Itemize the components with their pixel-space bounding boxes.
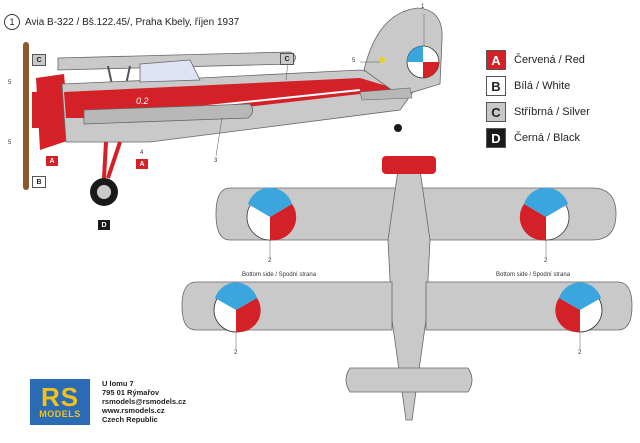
legend-swatch-a: A xyxy=(486,50,506,70)
legend-label-d: Černá / Black xyxy=(514,132,581,144)
address-country: Czech Republic xyxy=(102,415,158,424)
callout-5-prop-bottom: 5 xyxy=(8,140,12,146)
top-engine xyxy=(382,156,436,174)
bottom-left-wing xyxy=(181,281,393,331)
bottom-side-label-left: Bottom side / Spodní strana xyxy=(242,272,317,278)
company-address: U lomu 7 795 01 Rýmařov rsmodels@rsmodel… xyxy=(102,379,186,424)
address-street: U lomu 7 xyxy=(102,379,134,388)
fuel-cap-marker xyxy=(379,57,385,63)
top-view xyxy=(181,156,633,421)
roundel-upper-right xyxy=(519,187,570,241)
propeller-blade xyxy=(23,42,29,190)
callout-5: 5 xyxy=(352,58,356,64)
roundel-bottom-left xyxy=(213,282,261,333)
legend-swatch-d: D xyxy=(486,128,506,148)
logo-rs-text: RS xyxy=(40,382,80,412)
tag-b-prop: B xyxy=(32,176,46,188)
address-website: www.rsmodels.cz xyxy=(102,406,165,415)
tail-roundel-red xyxy=(423,62,439,78)
tag-d-wheel: D xyxy=(98,220,110,230)
legend-label-c: Stříbrná / Silver xyxy=(514,106,590,118)
callout-2-bottom-right: 2 xyxy=(578,350,582,356)
callout-1: 1 xyxy=(421,4,425,10)
tailplane xyxy=(359,87,413,101)
callout-2-bottom-left: 2 xyxy=(234,350,238,356)
address-email: rsmodels@rsmodels.cz xyxy=(102,397,187,406)
top-tailplane xyxy=(345,367,473,393)
bottom-side-label-right: Bottom side / Spodní strana xyxy=(496,272,571,278)
side-view xyxy=(23,7,443,206)
figure-number: 1 xyxy=(4,14,20,30)
tail-roundel-blue xyxy=(407,46,423,62)
gear-strut xyxy=(106,141,122,179)
gear-strut xyxy=(102,141,108,179)
legend-row-white: B Bílá / White xyxy=(486,76,590,96)
spinner xyxy=(32,92,40,128)
legend-label-a: Červená / Red xyxy=(514,54,585,66)
legend-row-black: D Černá / Black xyxy=(486,128,590,148)
legend-row-red: A Červená / Red xyxy=(486,50,590,70)
legend-label-b: Bílá / White xyxy=(514,80,571,92)
engine-cowling xyxy=(36,74,70,150)
fuselage-code: 0.2 xyxy=(136,96,149,106)
main-wheel-hub xyxy=(97,185,111,199)
address-city: 795 01 Rýmařov xyxy=(102,388,160,397)
tail-wheel xyxy=(394,124,402,132)
lower-wing xyxy=(83,103,253,125)
color-legend: A Červená / Red B Bílá / White C Stříbrn… xyxy=(486,50,590,154)
legend-swatch-c: C xyxy=(486,102,506,122)
figure-caption: 1 Avia B-322 / Bš.122.45/, Praha Kbely, … xyxy=(4,14,239,30)
rs-models-logo: RS MODELS xyxy=(30,379,90,425)
tag-c-prop: C xyxy=(32,54,46,66)
top-fuselage xyxy=(387,169,431,421)
legend-row-silver: C Stříbrná / Silver xyxy=(486,102,590,122)
callout-5-prop-top: 5 xyxy=(8,80,12,86)
callout-2-upper-left: 2 xyxy=(268,258,272,264)
canopy xyxy=(139,59,201,83)
roundel-bottom-right xyxy=(555,282,603,333)
logo-models-text: MODELS xyxy=(39,409,81,419)
figure-title: Avia B-322 / Bš.122.45/, Praha Kbely, ří… xyxy=(25,16,240,28)
tag-c-fin: C xyxy=(280,53,294,65)
roundel-upper-left xyxy=(246,187,297,241)
legend-swatch-b: B xyxy=(486,76,506,96)
callout-4: 4 xyxy=(140,150,144,156)
leader-lines xyxy=(215,14,581,350)
callout-2-upper-right: 2 xyxy=(544,258,548,264)
tag-a-gear: A xyxy=(136,159,148,169)
callout-3: 3 xyxy=(214,158,218,164)
tag-a-cowl: A xyxy=(46,156,58,166)
